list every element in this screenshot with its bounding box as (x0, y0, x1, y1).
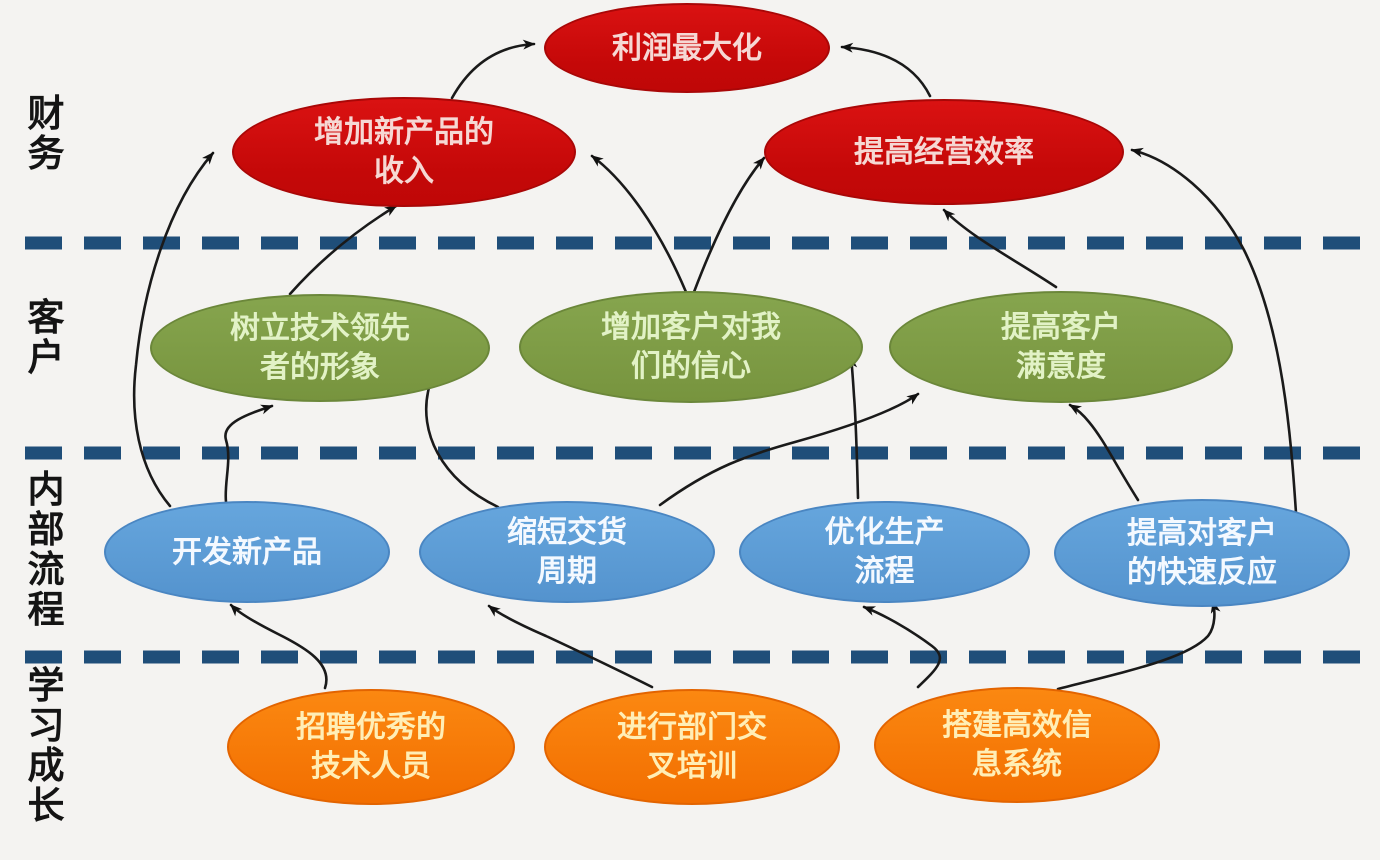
edge-tech-leader-image-to-new-product-revenue (288, 204, 398, 296)
edge-recruit-talent-to-develop-new-products (229, 603, 328, 690)
node-recruit-talent: 招聘优秀的 技术人员 (227, 689, 515, 805)
edge-develop-new-products-to-tech-leader-image (224, 404, 274, 504)
tier-label-learning: 学习成长 (27, 665, 65, 826)
node-rapid-customer-response: 提高对客户 的快速反应 (1054, 499, 1350, 607)
edge-customer-confidence-to-operating-efficiency (692, 156, 766, 294)
tier-label-customer: 客户 (27, 297, 65, 378)
edge-new-product-revenue-to-profit-max (450, 39, 536, 100)
edge-operating-efficiency-to-profit-max (840, 42, 932, 98)
tier-label-internal: 内部流程 (27, 469, 65, 630)
node-tech-leader-image: 树立技术领先 者的形象 (150, 294, 490, 402)
edge-optimize-production-to-customer-confidence (847, 355, 860, 500)
node-profit-max: 利润最大化 (544, 3, 830, 93)
edge-info-system-to-rapid-customer-response (1056, 600, 1221, 691)
edge-customer-confidence-to-new-product-revenue (590, 154, 688, 294)
tier-label-finance: 财务 (27, 93, 65, 174)
node-new-product-revenue: 增加新产品的 收入 (232, 97, 576, 207)
edge-customer-satisfaction-to-operating-efficiency (942, 208, 1058, 289)
node-cross-training: 进行部门交 叉培训 (544, 689, 840, 805)
node-operating-efficiency: 提高经营效率 (764, 99, 1124, 205)
node-develop-new-products: 开发新产品 (104, 501, 390, 603)
node-customer-confidence: 增加客户对我 们的信心 (519, 291, 863, 403)
edge-info-system-to-optimize-production (862, 605, 942, 689)
node-shorten-delivery-cycle: 缩短交货 周期 (419, 501, 715, 603)
edge-shorten-delivery-cycle-to-customer-satisfaction (658, 392, 920, 507)
node-optimize-production: 优化生产 流程 (739, 501, 1030, 603)
node-info-system: 搭建高效信 息系统 (874, 687, 1160, 803)
edge-rapid-customer-response-to-customer-satisfaction (1068, 403, 1140, 502)
edge-cross-training-to-shorten-delivery-cycle (487, 604, 654, 689)
node-customer-satisfaction: 提高客户 满意度 (889, 291, 1233, 403)
